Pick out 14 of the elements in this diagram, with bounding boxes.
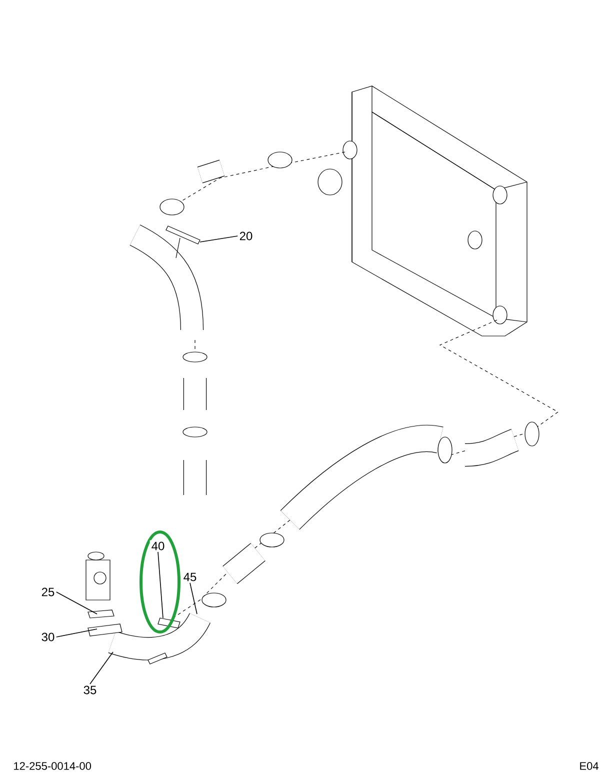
leader-line [56,628,98,638]
callout-number: 45 [182,571,198,583]
callout-number: 35 [82,684,98,696]
leader-line [90,652,114,684]
callout-number: 25 [40,586,56,598]
leader-line [200,236,238,242]
leader-line [158,552,164,618]
callout-number: 30 [40,631,56,643]
leader-line [56,592,98,614]
footer-text: E04 [580,762,598,770]
footer-text: 12-255-0014-00 [14,762,92,770]
leader-line [190,582,198,614]
callout-number: 20 [238,230,254,242]
callout-number: 40 [150,540,166,552]
